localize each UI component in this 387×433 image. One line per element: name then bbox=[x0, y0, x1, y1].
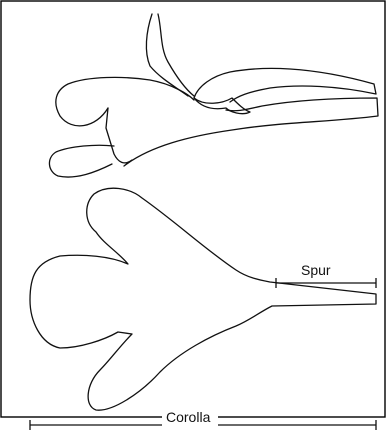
corolla-outline bbox=[30, 188, 376, 410]
upper-left-petal bbox=[56, 77, 194, 126]
wing-lobe bbox=[194, 98, 250, 114]
upper-sepal bbox=[194, 68, 376, 102]
front-view-corolla bbox=[30, 188, 376, 410]
corolla-measurement: Corolla bbox=[30, 408, 376, 430]
lower-left-petal bbox=[49, 145, 114, 177]
lateral-corolla-body bbox=[124, 98, 378, 166]
corolla-label: Corolla bbox=[166, 409, 211, 425]
inner-petal-fold bbox=[106, 108, 132, 163]
figure-frame bbox=[1, 1, 385, 417]
lateral-view-flower bbox=[49, 14, 378, 177]
spur-label: Spur bbox=[301, 262, 331, 278]
